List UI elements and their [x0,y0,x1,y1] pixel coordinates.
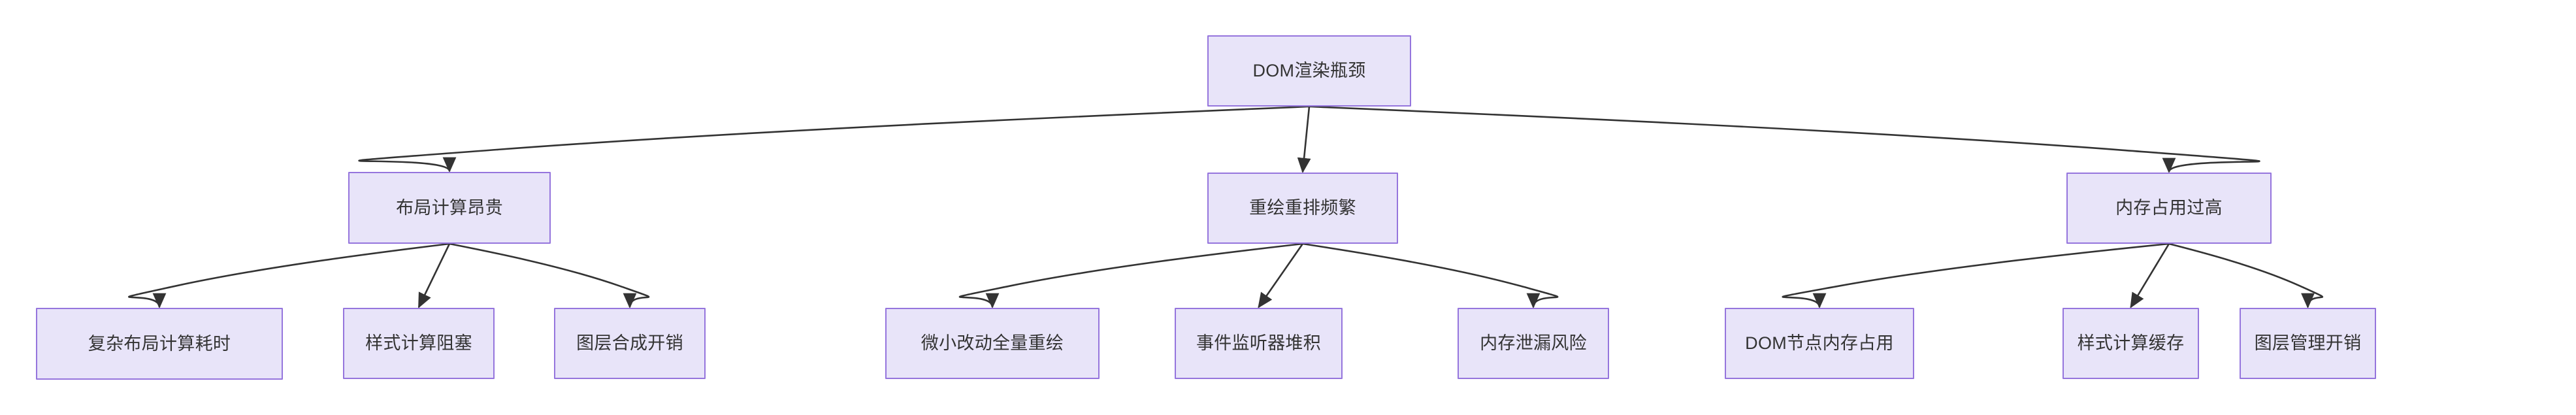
node-l3f[interactable]: 内存泄漏风险 [1458,308,1609,379]
node-label: 复杂布局计算耗时 [88,333,231,354]
node-label: 样式计算阻塞 [365,333,472,354]
node-label: 样式计算缓存 [2077,333,2185,354]
edge-l2c-to-l3g [1782,242,2170,309]
node-l2a[interactable]: 布局计算昂贵 [348,172,551,244]
edge-l2c-to-l3i [2168,242,2324,309]
node-l2c[interactable]: 内存占用过高 [2066,173,2272,244]
edge-l2a-to-l3a [128,242,450,309]
node-label: 微小改动全量重绘 [921,333,1064,354]
edge-root-to-l2c [1309,105,2260,174]
edge-l2a-to-l3b [417,243,451,308]
node-label: 内存泄漏风险 [1480,333,1587,354]
node-label: 图层管理开销 [2254,333,2362,354]
node-label: 事件监听器堆积 [1196,333,1322,354]
edge-root-to-l2a [358,105,1310,173]
node-l2b[interactable]: 重绘重排频繁 [1207,173,1398,244]
node-label: 布局计算昂贵 [396,197,503,218]
edge-l2a-to-l3c [449,242,650,309]
node-label: 图层合成开销 [576,333,683,354]
edge-l2b-to-l3f [1302,242,1559,309]
edge-l2b-to-l3e [1258,243,1304,308]
node-l3b[interactable]: 样式计算阻塞 [343,308,495,379]
node-l3h[interactable]: 样式计算缓存 [2062,308,2199,379]
edge-l2b-to-l3d [958,242,1303,309]
node-l3i[interactable]: 图层管理开销 [2240,308,2376,379]
node-l3e[interactable]: 事件监听器堆积 [1175,308,1343,379]
node-label: 内存占用过高 [2115,198,2223,218]
edge-root-to-l2b [1297,106,1311,174]
node-label: DOM渲染瓶颈 [1252,61,1366,81]
node-root[interactable]: DOM渲染瓶颈 [1207,35,1411,107]
node-l3c[interactable]: 图层合成开销 [554,308,706,379]
node-l3a[interactable]: 复杂布局计算耗时 [36,308,283,380]
node-label: DOM节点内存占用 [1745,333,1894,354]
node-l3d[interactable]: 微小改动全量重绘 [885,308,1100,379]
node-label: 重绘重排频繁 [1249,198,1356,218]
node-l3g[interactable]: DOM节点内存占用 [1725,308,1914,379]
edge-l2c-to-l3h [2130,243,2170,308]
